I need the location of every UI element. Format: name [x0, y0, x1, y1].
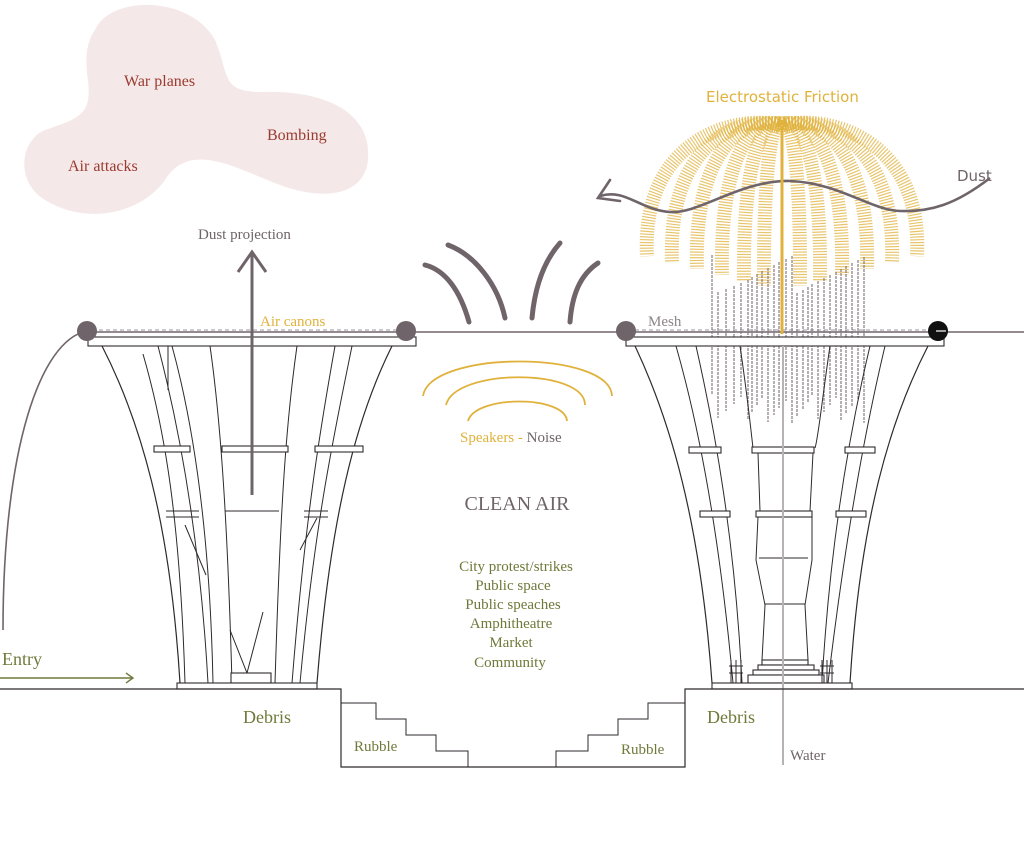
rubble-label-right: Rubble: [621, 742, 665, 758]
dust-flow-arrow: [595, 176, 991, 214]
dust-projection-arrow: [236, 249, 268, 495]
air-canon-node-right: [396, 321, 416, 341]
use-item: Market: [489, 635, 533, 651]
use-item: City protest/strikes: [459, 559, 573, 575]
ground-section: [0, 688, 1024, 768]
cloud-shape: [24, 4, 369, 214]
arrowhead-icon: [595, 178, 622, 203]
entry-cable: [2, 330, 88, 631]
fountain-coil: [736, 116, 789, 281]
clean-air-title: CLEAN AIR: [465, 493, 571, 515]
right-tower: [625, 255, 945, 765]
water-label: Water: [790, 748, 825, 764]
cloud-label-bombing: Bombing: [267, 127, 327, 144]
arrow-up-icon: [236, 249, 268, 273]
arrow-right-icon: [125, 672, 135, 684]
rubble-label-left: Rubble: [354, 739, 398, 755]
electrostatic-fountain: [639, 115, 925, 286]
cloud-label-war-planes: War planes: [124, 73, 195, 90]
dust-sprays: [422, 240, 601, 325]
noise-label: Noise: [527, 430, 562, 446]
threat-cloud: War planes Bombing Air attacks: [24, 4, 369, 214]
separator: -: [514, 430, 527, 446]
debris-label-right: Debris: [707, 707, 755, 727]
mesh-label: Mesh: [648, 314, 682, 330]
use-item: Public space: [475, 578, 551, 594]
dust-projection-label: Dust projection: [198, 227, 291, 243]
fountain-coil: [664, 115, 787, 263]
entry-arrow: [0, 672, 135, 684]
use-item: Amphitheatre: [470, 616, 553, 632]
mesh-node-left: [616, 321, 636, 341]
cloud-label-air-attacks: Air attacks: [68, 158, 138, 175]
public-uses-list: City protest/strikes Public space Public…: [459, 559, 573, 671]
fountain-coil: [639, 115, 787, 257]
air-canons-label: Air canons: [260, 314, 326, 330]
air-canon-node-left: [77, 321, 97, 341]
use-item: Community: [474, 655, 546, 671]
speaker-waves: [422, 360, 613, 422]
entry-label: Entry: [2, 649, 42, 669]
use-item: Public speaches: [465, 597, 561, 613]
speakers-noise-label: Speakers - Noise: [460, 430, 562, 446]
speakers-label: Speakers: [460, 430, 514, 446]
debris-label-left: Debris: [243, 707, 291, 727]
fountain-coil: [756, 116, 789, 286]
fountain-coil: [775, 116, 808, 286]
electrostatic-friction-label: Electrostatic Friction: [706, 88, 859, 106]
dust-label: Dust: [957, 167, 992, 185]
fountain-coil: [777, 115, 925, 257]
fountain-coil: [775, 116, 828, 281]
